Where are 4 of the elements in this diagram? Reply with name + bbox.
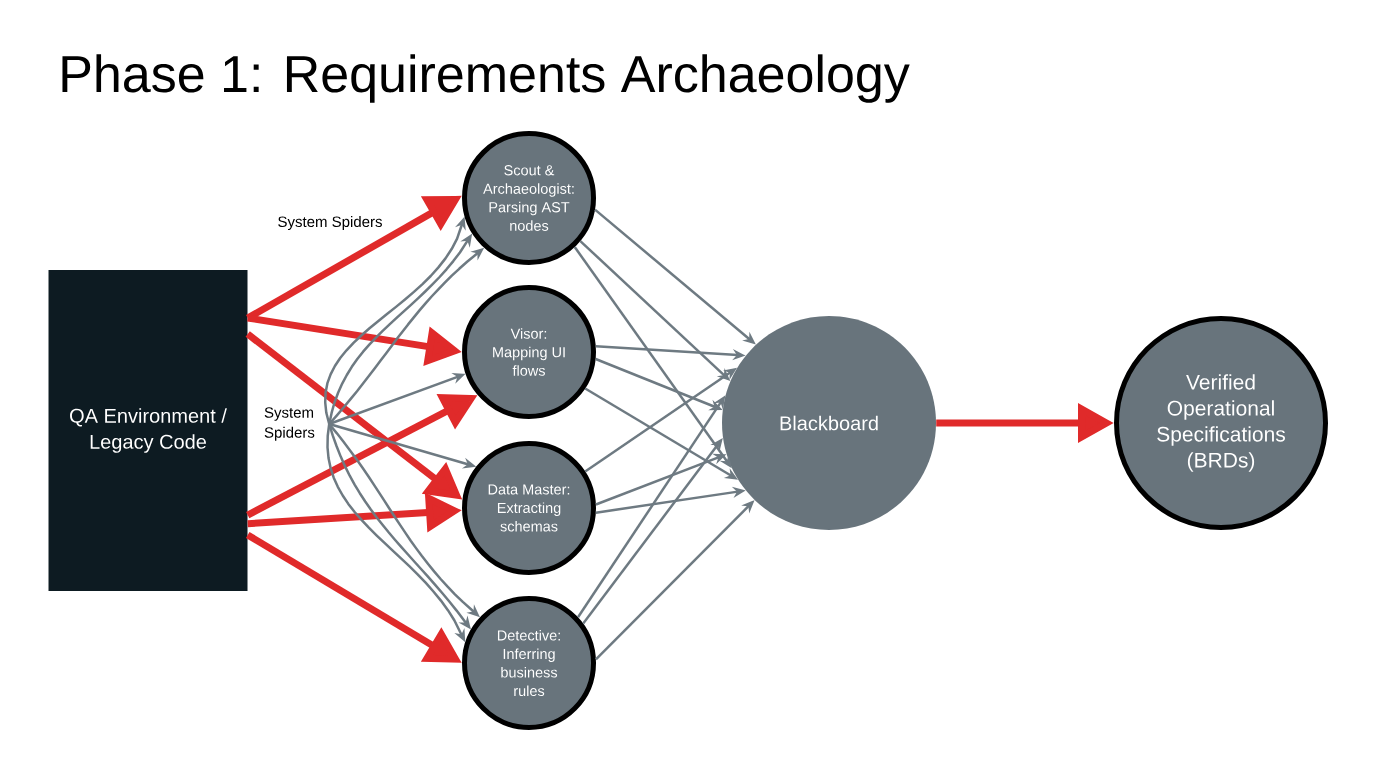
title: Phase 1: Requirements Archaeology [62,54,910,103]
node-label: System Spiders [264,407,315,441]
edge-label: System Spiders [276,215,384,231]
source-box: QA Environment / Legacy Code [48,270,248,591]
